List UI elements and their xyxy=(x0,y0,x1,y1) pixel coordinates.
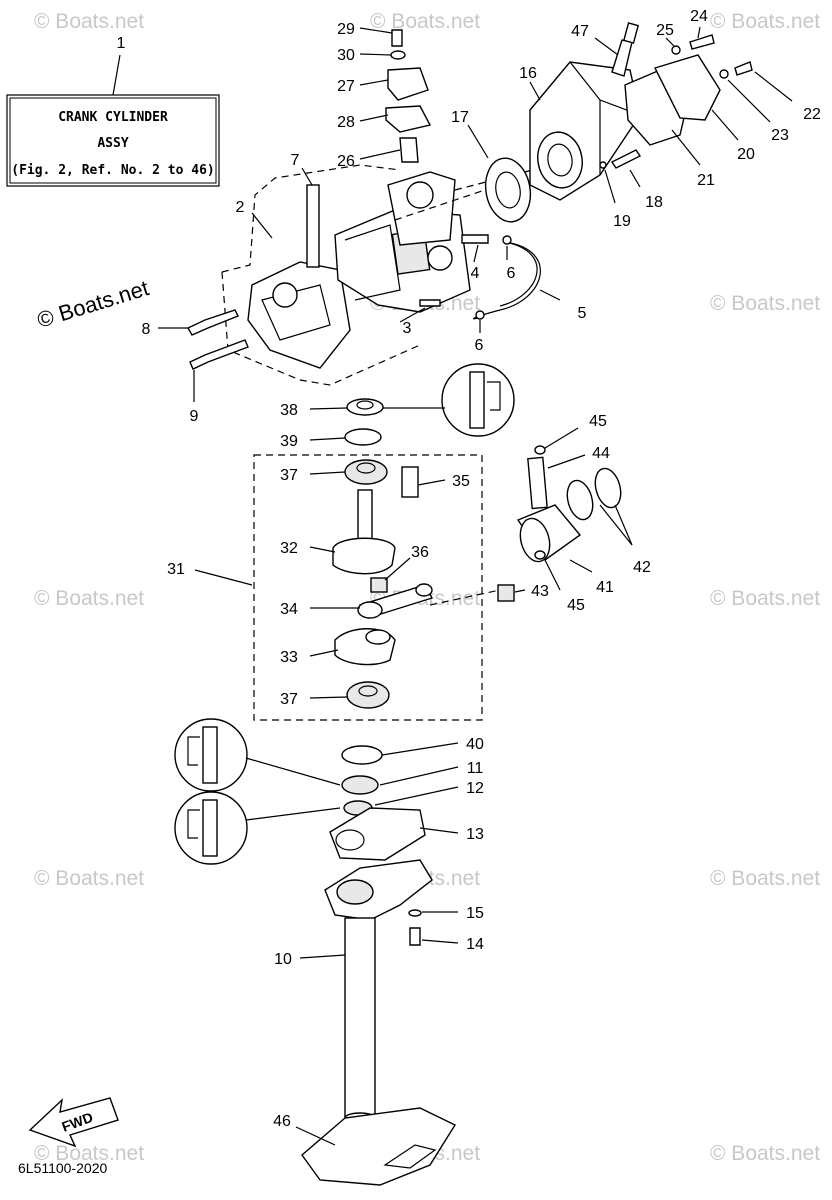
callout-label: 3 xyxy=(403,320,412,337)
seal-detail-icon xyxy=(383,363,515,437)
callout-label: 6 xyxy=(507,265,516,282)
lower-assembly xyxy=(174,718,457,1186)
callout-label: 11 xyxy=(467,760,484,777)
callout-label: 18 xyxy=(645,194,663,211)
callout-label: 25 xyxy=(656,22,674,39)
callout-label: 23 xyxy=(771,127,789,144)
callout-label: 33 xyxy=(280,649,298,666)
callout-label: 41 xyxy=(596,579,614,596)
callout-label: 27 xyxy=(337,78,355,95)
callout-numbers: 2 3 4 5 6 6 7 8 9 10 11 12 13 14 15 16 1… xyxy=(142,8,821,1130)
crankcase-part xyxy=(247,261,351,369)
callout-label: 39 xyxy=(280,433,298,450)
callout-label: 28 xyxy=(337,114,355,131)
callout-label: 24 xyxy=(690,8,708,25)
watermark-text: © Boats.net xyxy=(710,1142,820,1165)
watermark-text: © Boats.net xyxy=(370,10,480,33)
crankshaft-group xyxy=(253,398,501,721)
callout-label: 29 xyxy=(337,21,355,38)
watermark-text: © Boats.net xyxy=(34,1142,144,1165)
title-line-2: ASSY xyxy=(97,136,128,151)
diagram-code: 6L51100-2020 xyxy=(18,1160,107,1176)
callout-label: 38 xyxy=(280,402,298,419)
callout-label: 12 xyxy=(466,780,484,797)
upper-casing-part xyxy=(324,859,433,921)
callout-label: 17 xyxy=(451,109,469,126)
callout-label: 44 xyxy=(592,445,610,462)
callout-label: 42 xyxy=(633,559,651,576)
cylinder-assembly xyxy=(187,22,753,386)
piston-group xyxy=(497,445,622,602)
watermark-text: © Boats.net xyxy=(710,867,820,890)
callout-label: 47 xyxy=(571,23,589,40)
watermark-text: © Boats.net xyxy=(34,867,144,890)
callout-label: 45 xyxy=(589,413,607,430)
title-line-3: (Fig. 2, Ref. No. 2 to 46) xyxy=(11,163,215,178)
exhaust-pipe-part xyxy=(344,917,376,1119)
title-line-1: CRANK CYLINDER xyxy=(58,110,168,125)
callout-label: 20 xyxy=(737,146,755,163)
callout-label: 21 xyxy=(697,172,715,189)
callout-label: 9 xyxy=(190,408,199,425)
head-cover-part xyxy=(654,54,721,121)
cover-part xyxy=(387,67,429,101)
callout-label: 37 xyxy=(280,691,298,708)
callout-label: 4 xyxy=(471,265,480,282)
callout-label: 16 xyxy=(519,65,537,82)
leader-lines xyxy=(158,26,793,1146)
fwd-arrow-icon: FWD xyxy=(28,1097,119,1148)
watermark-text: © Boats.net xyxy=(34,587,144,610)
callout-label: 15 xyxy=(466,905,484,922)
dowel-pin-part xyxy=(306,184,320,268)
callout-label: 13 xyxy=(466,826,484,843)
callout-label: 22 xyxy=(803,106,821,123)
callout-label: 37 xyxy=(280,467,298,484)
bearing-part xyxy=(346,398,384,416)
callout-label: 2 xyxy=(236,199,245,216)
callout-label: 45 xyxy=(567,597,585,614)
callout-label: 14 xyxy=(466,936,484,953)
watermark-text: © Boats.net xyxy=(710,292,820,315)
callout-label: 46 xyxy=(273,1113,291,1130)
callout-label: 36 xyxy=(411,544,429,561)
callout-label: 1 xyxy=(117,35,126,52)
watermark-text: © Boats.net xyxy=(710,10,820,33)
callout-label: 26 xyxy=(337,153,355,170)
callout-label: 31 xyxy=(167,561,185,578)
callout-label: 32 xyxy=(280,540,298,557)
gasket-part xyxy=(484,157,532,223)
watermark-text: © Boats.net xyxy=(34,10,144,33)
callout-label: 35 xyxy=(452,473,470,490)
callout-label: 30 xyxy=(337,47,355,64)
crankshaft-part xyxy=(332,537,396,575)
callout-label: 8 xyxy=(142,321,151,338)
watermark-text: © Boats.net xyxy=(710,587,820,610)
watermark-text-main: © Boats.net xyxy=(34,275,152,333)
callout-label: 19 xyxy=(613,213,631,230)
callout-label: 5 xyxy=(578,305,587,322)
callout-label: 10 xyxy=(274,951,292,968)
callout-label: 6 xyxy=(475,337,484,354)
base-gasket-part xyxy=(301,1107,457,1186)
callout-label: 43 xyxy=(531,583,549,600)
callout-label: 40 xyxy=(466,736,484,753)
callout-label: 7 xyxy=(291,152,300,169)
title-box: CRANK CYLINDER ASSY (Fig. 2, Ref. No. 2 … xyxy=(6,35,220,187)
callout-label: 34 xyxy=(280,601,298,618)
gasket-part xyxy=(329,807,426,861)
